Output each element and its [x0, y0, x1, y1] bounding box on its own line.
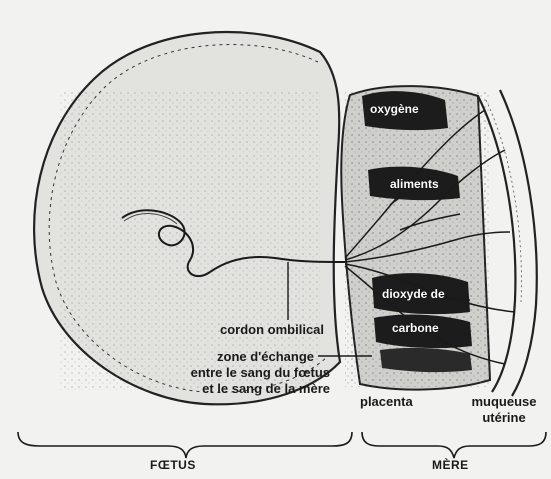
zone-echange-label-line2: entre le sang du fœtus — [60, 365, 330, 380]
aliments-label: aliments — [390, 178, 439, 191]
dioxyde-label-line1: dioxyde de — [382, 288, 445, 301]
oxygene-label: oxygène — [370, 103, 419, 116]
zone-echange-label-line3: et le sang de la mère — [60, 381, 330, 396]
foetus-caption: FŒTUS — [150, 458, 196, 472]
mere-brace — [362, 432, 546, 458]
dioxyde-label-line2: carbone — [392, 322, 439, 335]
cordon-ombilical-label: cordon ombilical — [220, 322, 324, 337]
muqueuse-label-line2: utérine — [460, 410, 548, 425]
zone-echange-label-line1: zone d'échange — [110, 349, 314, 364]
foetus-brace — [18, 432, 352, 458]
muqueuse-label-line1: muqueuse — [460, 394, 548, 409]
placenta-label: placenta — [360, 394, 413, 409]
mere-caption: MÈRE — [432, 458, 469, 472]
